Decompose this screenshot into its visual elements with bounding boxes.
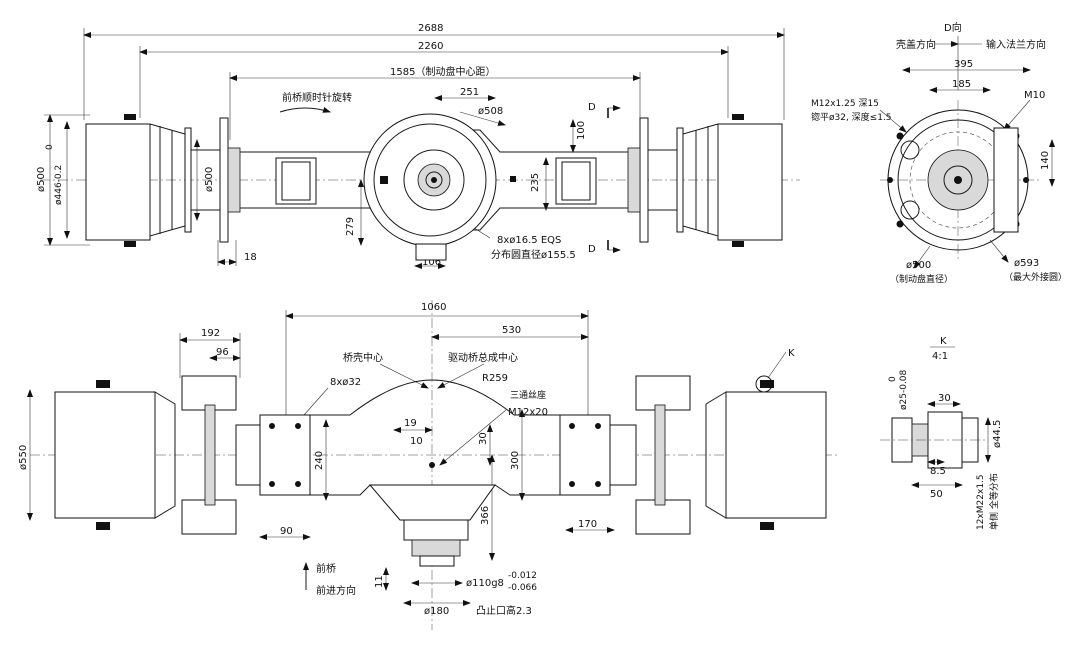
dim-106: 106 (422, 257, 441, 268)
dim-44-5: ø44.5 (992, 420, 1003, 448)
dim-110-tol-lower: -0.066 (508, 583, 537, 593)
dim-500-left: ø500 (36, 167, 47, 192)
spot-face-note: 锪平ø32, 深度≤1.5 (811, 111, 892, 123)
dim-2260: 2260 (418, 41, 443, 52)
dim-2688: 2688 (418, 23, 443, 34)
bolt-circle-note: 分布圆直径ø155.5 (491, 248, 576, 261)
label-input-direction: 输入法兰方向 (986, 38, 1046, 51)
dim-19: 19 (404, 418, 417, 429)
dim-530: 530 (502, 325, 521, 336)
dim-593: ø593 (1014, 258, 1039, 269)
dim-8-5: 8.5 (930, 466, 946, 477)
label-cover-direction: 壳盖方向 (896, 38, 936, 51)
dim-500-side: ø500 (906, 260, 931, 271)
dim-100: 100 (576, 121, 587, 140)
plug-note: 三通丝座 (510, 389, 546, 401)
dim-30-k: 30 (938, 393, 951, 404)
bottom-axle-body (54, 375, 827, 567)
dim-r259: R259 (482, 373, 508, 384)
dim-50: 50 (930, 489, 943, 500)
label-drive-center: 驱动桥总成中心 (448, 351, 518, 364)
dim-30: 30 (478, 432, 489, 445)
thread-m12: M12x1.25 深15 (811, 98, 879, 109)
rotation-indicator: 前桥顺时针旋转 (279, 91, 352, 113)
dim-593-note: （最大外接圆） (1004, 271, 1067, 283)
bolt-holes-note: 8xø16.5 EQS (497, 235, 561, 246)
dim-110-tol-upper: -0.012 (508, 571, 537, 581)
dim-500-note: （制动盘直径） (890, 273, 953, 285)
dim-279: 279 (345, 217, 356, 236)
forward-direction-indicator: 前桥 前进方向 (303, 562, 356, 597)
dim-180: ø180 (424, 606, 449, 617)
dim-110: ø110g8 (466, 578, 504, 589)
thread-12xm22: 12xM22x1.5 (976, 474, 986, 530)
dim-251: 251 (460, 87, 479, 98)
bottom-view: 1060 530 192 96 桥壳中心 驱动桥总成中心 8xø32 R259 … (18, 300, 840, 630)
dim-508: ø508 (478, 106, 503, 117)
dim-25-tol: 0 (888, 376, 898, 382)
thread-m12x20: M12x20 (508, 407, 548, 418)
detail-k: K 4:1 ø25-0.08 0 30 ø44.5 8.5 50 12xM22x… (880, 336, 1003, 530)
dim-90: 90 (280, 526, 293, 537)
detail-k-callout: K (788, 348, 795, 359)
dim-185: 185 (952, 79, 971, 90)
dim-18: 18 (244, 252, 257, 263)
section-mark-bottom: D (588, 244, 596, 255)
thread-note: 单侧 全等分布 (988, 473, 1000, 530)
thread-m10: M10 (1024, 90, 1045, 101)
dim-235: 235 (530, 173, 541, 192)
section-mark-top: D (588, 102, 596, 113)
detail-k-scale: 4:1 (932, 351, 948, 362)
dim-366: 366 (480, 506, 491, 525)
dim-140: 140 (1040, 151, 1051, 170)
detail-k-title: K (940, 336, 947, 347)
dim-25: ø25-0.08 (899, 369, 909, 410)
dim-170: 170 (578, 519, 597, 530)
dim-192: 192 (201, 328, 220, 339)
side-view-title: D向 (944, 21, 962, 34)
dim-2-3: 凸止口高2.3 (476, 604, 532, 617)
side-view: D向 壳盖方向 输入法兰方向 395 185 M12x1.25 深15 锪平ø3… (811, 21, 1067, 285)
dim-10: 10 (410, 436, 423, 447)
dim-1060: 1060 (421, 302, 446, 313)
dim-500-inner: ø500 (204, 167, 215, 192)
dim-240: 240 (314, 451, 325, 470)
dim-446: ø446-0.2 (54, 165, 64, 205)
forward-direction-label: 前进方向 (316, 584, 356, 597)
dim-300: 300 (510, 451, 521, 470)
label-axle-center: 桥壳中心 (343, 351, 383, 364)
section-mark-d: D D (588, 102, 621, 255)
dim-550: ø550 (18, 445, 29, 470)
dim-395: 395 (954, 59, 973, 70)
front-axle-label: 前桥 (316, 562, 336, 575)
top-view: 2688 2260 1585（制动盘中心距） 251 ø508 100 235 … (36, 23, 800, 269)
dim-1585: 1585（制动盘中心距） (390, 65, 495, 78)
dim-96: 96 (216, 347, 229, 358)
rotation-label: 前桥顺时针旋转 (282, 91, 352, 104)
top-axle-body (40, 113, 800, 261)
dim-11: 11 (374, 575, 385, 588)
holes-8x32: 8xø32 (330, 377, 361, 388)
dim-446-tol: 0 (45, 144, 55, 150)
